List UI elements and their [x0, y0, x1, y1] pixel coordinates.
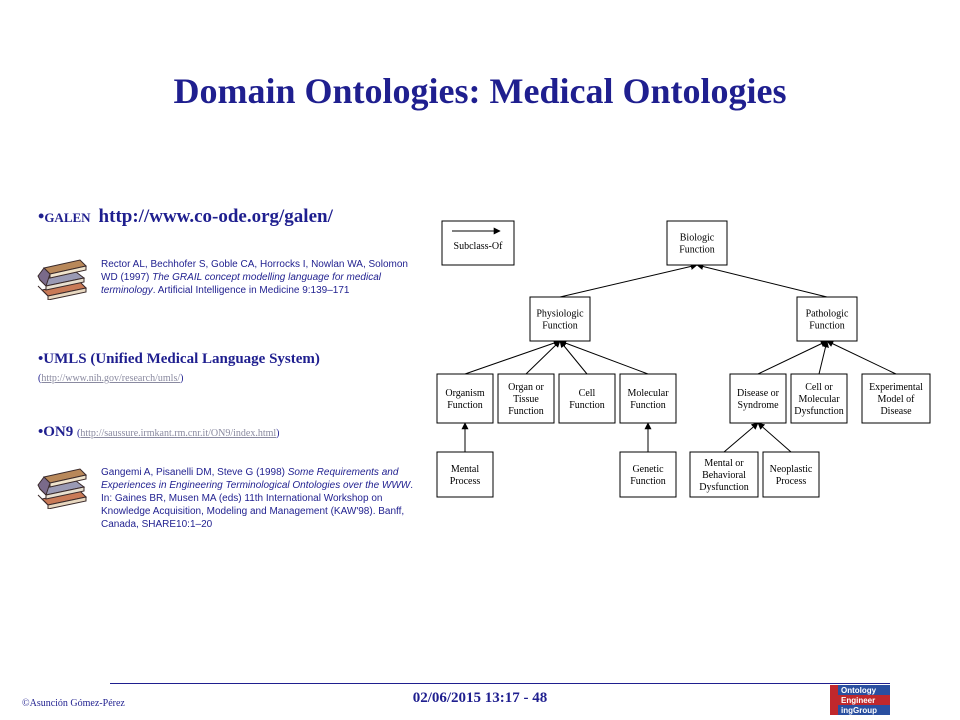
edge-physiologic-to-biologic	[559, 263, 698, 298]
ref2-title: Some Requirements and Experiences in Eng…	[101, 467, 411, 491]
node-cell-line: Function	[569, 400, 605, 411]
umls-open: (	[38, 373, 42, 384]
node-physiologic-line: Physiologic	[536, 309, 584, 320]
node-disease-line: Disease or	[737, 388, 780, 399]
edge-mentalbeh-to-disease	[723, 422, 759, 453]
galen-item: •GALEN http://www.co-ode.org/galen/	[38, 206, 333, 228]
node-legend-line: Subclass-Of	[454, 241, 504, 252]
logo-line-2: Engineer	[841, 696, 875, 705]
footer-divider	[110, 683, 890, 684]
node-genetic-line: Genetic	[632, 464, 664, 475]
reference-gangemi: Gangemi A, Pisanelli DM, Steve G (1998) …	[101, 466, 421, 531]
edge-disease-to-pathologic	[757, 340, 828, 375]
node-neoplastic-line: Neoplastic	[770, 464, 813, 475]
slide-title: Domain Ontologies: Medical Ontologies	[173, 71, 787, 111]
node-organism-line: Function	[447, 400, 483, 411]
books-icon	[37, 468, 88, 509]
node-mentalbeh-line: Mental or	[704, 458, 744, 469]
ref1-title: The GRAIL concept modelling language for…	[101, 272, 381, 296]
node-mentalbeh-line: Dysfunction	[699, 482, 748, 493]
umls-link-line: (http://www.nih.gov/research/umls/)	[38, 373, 183, 384]
footer-date: 02/06/2015 13:17 - 48	[412, 690, 548, 706]
node-experimental-line: Model of	[878, 394, 916, 405]
node-mental-line: Mental	[451, 464, 480, 475]
reference-rector: Rector AL, Bechhofer S, Goble CA, Horroc…	[101, 258, 421, 297]
umls-url[interactable]: http://www.nih.gov/research/umls/	[41, 373, 181, 384]
edge-organ-to-physiologic	[525, 340, 561, 375]
node-neoplastic-line: Process	[776, 476, 807, 487]
edge-molecular-to-physiologic	[559, 339, 649, 375]
node-experimental-line: Disease	[880, 406, 912, 417]
on9-open: (	[77, 428, 81, 439]
ref2-authors: Gangemi A, Pisanelli DM, Steve G (1998)	[101, 467, 285, 478]
node-molecular-line: Molecular	[627, 388, 669, 399]
edge-experimental-to-pathologic	[826, 340, 897, 375]
node-biologic-line: Function	[679, 245, 715, 256]
node-genetic-line: Function	[630, 476, 666, 487]
logo-line-3: ingGroup	[841, 706, 877, 715]
oeg-logo: Ontology Engineer ingGroup	[830, 685, 890, 715]
umls-item: •UMLS (Unified Medical Language System)	[38, 351, 320, 367]
ref2-rest: . In: Gaines BR, Musen MA (eds) 11th Int…	[101, 480, 413, 530]
node-cellmol-line: Molecular	[798, 394, 840, 405]
node-mentalbeh-line: Behavioral	[702, 470, 746, 481]
node-organ-line: Organ or	[508, 382, 544, 393]
node-organ-line: Tissue	[513, 394, 539, 405]
node-mental-line: Process	[450, 476, 481, 487]
umls-close: )	[180, 373, 184, 384]
node-organism-line: Organism	[445, 388, 484, 399]
node-legend: Subclass-Of	[441, 220, 515, 266]
edge-cellmol-to-pathologic	[818, 340, 829, 375]
books-icon	[37, 259, 88, 300]
node-organ-line: Function	[508, 406, 544, 417]
node-biologic-line: Biologic	[680, 233, 715, 244]
node-molecular-line: Function	[630, 400, 666, 411]
ref1-rest: . Artificial Intelligence in Medicine 9:…	[152, 285, 350, 296]
edge-pathologic-to-biologic	[696, 263, 828, 298]
ontology-diagram: Subclass-OfBiologicFunctionPhysiologicFu…	[436, 220, 931, 498]
galen-bullet: •	[38, 206, 45, 226]
edge-cell-to-physiologic	[559, 340, 588, 375]
ref1-authors: Rector AL, Bechhofer S, Goble CA, Horroc…	[101, 259, 408, 283]
galen-url[interactable]: http://www.co-ode.org/galen/	[98, 206, 333, 227]
on9-item: •ON9 (http://saussure.irmkant.rm.cnr.it/…	[38, 424, 280, 441]
logo-line-1: Ontology	[841, 686, 877, 695]
node-pathologic-line: Function	[809, 321, 845, 332]
node-cell-line: Cell	[579, 388, 596, 399]
node-physiologic-line: Function	[542, 321, 578, 332]
edge-organism-to-physiologic	[464, 339, 561, 375]
node-disease-line: Syndrome	[737, 400, 779, 411]
footer-author: ©Asunción Gómez-Pérez	[22, 698, 125, 709]
on9-url[interactable]: http://saussure.irmkant.rm.cnr.it/ON9/in…	[80, 428, 277, 439]
on9-close: )	[276, 428, 280, 439]
node-pathologic-line: Pathologic	[806, 309, 849, 320]
on9-label: •ON9	[38, 424, 74, 440]
on9-link-line: (http://saussure.irmkant.rm.cnr.it/ON9/i…	[77, 428, 280, 439]
node-cellmol-line: Cell or	[805, 382, 833, 393]
node-cellmol-line: Dysfunction	[794, 406, 843, 417]
node-experimental-line: Experimental	[869, 382, 923, 393]
edge-neoplastic-to-disease	[757, 422, 792, 453]
galen-label: GALEN	[44, 210, 91, 225]
